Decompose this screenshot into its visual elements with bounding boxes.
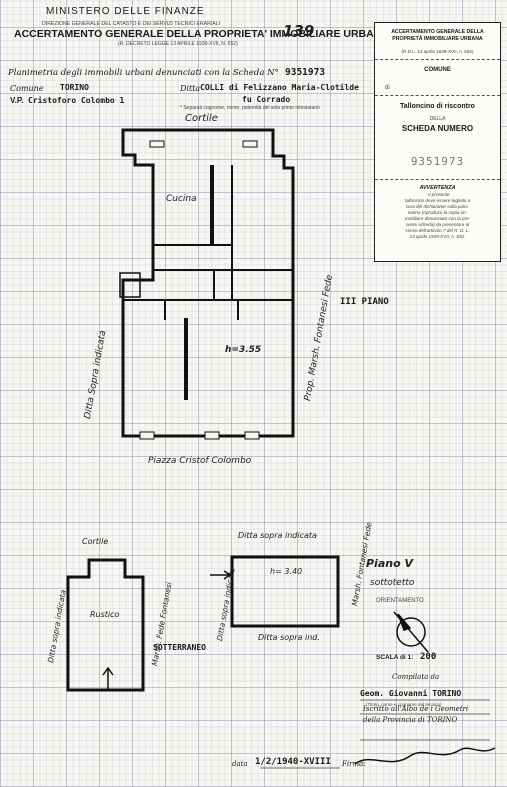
- lower-ditta-top: Ditta sopra indicata: [238, 531, 317, 540]
- ticket-tagliando-label: Talloncino di riscontro: [400, 103, 475, 110]
- handwritten-number: 139: [283, 22, 315, 40]
- ticket-avvertenza-2: talloncino deve essere tagliato a: [404, 198, 471, 203]
- compilata-label: Compilata da: [392, 673, 440, 681]
- ticket-di-label: di: [385, 85, 390, 91]
- firma-label: Firma:: [342, 760, 366, 768]
- scala-value: 200: [420, 652, 437, 662]
- ticket-avvertenza-8: 13 aprile 1939-XVII, n. 652.: [409, 234, 466, 239]
- upper-cucina-label: Cucina: [166, 194, 197, 204]
- ticket-title: ACCERTAMENTO GENERALE DELLA PROPRIETÀ IM…: [391, 29, 484, 42]
- ministry-title: MINISTERO DELLE FINANZE: [46, 6, 205, 17]
- comune-label: Comune: [10, 84, 44, 93]
- lower-sottotetto-label: sottotetto: [370, 578, 415, 588]
- ditta-value: COLLI di Felizzano Maria-Clotilde: [200, 83, 359, 92]
- upper-piano-label: III PIANO: [340, 297, 389, 307]
- geometra-name: Geom. Giovanni TORINO: [360, 689, 462, 698]
- lower-sotterraneo-label: SOTTERRANEO: [153, 643, 206, 652]
- upper-plan-windows: [139, 140, 260, 440]
- ticket-divider-3: [375, 179, 500, 180]
- ticket-avvertenza-title: AVVERTENZA: [419, 185, 456, 191]
- signature-scribble: [354, 747, 496, 765]
- ticket-avvertenza-4: metria (riproduce la copia im-: [407, 210, 468, 215]
- data-label: data: [232, 760, 248, 768]
- document-title: ACCERTAMENTO GENERALE DELLA PROPRIETA' I…: [14, 28, 389, 40]
- ticket-decree: (R.D.L. 13 aprile 1939-XVII, n. 652): [401, 49, 474, 54]
- scheda-number: 9351973: [285, 67, 326, 78]
- upper-piazza-label: Piazza Cristof Colombo: [148, 456, 252, 466]
- footer-lines: [260, 699, 490, 769]
- ticket-scheda-label: SCHEDA NUMERO: [401, 124, 474, 133]
- planimetria-label: Planimetria degli immobili urbani denunc…: [8, 68, 279, 78]
- lower-right-plan-walls: [230, 555, 340, 628]
- scala-label: SCALA di 1:: [376, 654, 414, 661]
- titolo-note: (Titolo, nome e cognome del tecnico): [366, 702, 442, 707]
- ticket-avvertenza-6: sente scheda) da presentare al: [405, 222, 470, 227]
- iscritto-label: Iscritto all'Albo de i Geometri: [363, 705, 469, 713]
- lower-right-plan-inner: [210, 570, 232, 580]
- lower-left-plan-inner: [85, 666, 130, 691]
- cognome-note: * Separati cognome, nome, paternità del …: [180, 105, 320, 111]
- upper-cortile-label: Cortile: [185, 113, 218, 124]
- orientamento-label: ORIENTAMENTO: [376, 598, 424, 604]
- orientation-compass: [393, 611, 429, 653]
- ditta-label: Ditta: [180, 84, 201, 93]
- ticket-divider-1: [375, 59, 500, 60]
- ticket-avvertenza-3: cura del dichiarante sulla piani-: [405, 204, 470, 209]
- ticket-divider-2: [375, 95, 500, 96]
- decree-line: (R. DECRETO LEGGE 13 APRILE 1939-XVII, N…: [118, 41, 238, 47]
- ticket-avvertenza-1: - Il presente: [425, 192, 450, 197]
- ticket-scheda-number: 9351973: [410, 155, 465, 168]
- upper-plan-inner-walls: [119, 165, 293, 400]
- lower-height-label: h= 3.40: [270, 567, 303, 576]
- provincia-label: della Provincia di TORINO: [363, 716, 458, 724]
- upper-plan-walls: [121, 128, 295, 438]
- lower-ditta-bottom: Ditta sopra ind.: [258, 633, 320, 642]
- data-value: 1/2/1940-XVIII: [255, 757, 331, 767]
- ticket-comune-label: COMUNE: [424, 67, 451, 73]
- ticket-della-label: DELLA: [429, 116, 446, 122]
- via-label: V.P.: [10, 96, 24, 105]
- upper-height-label: h=3.55: [225, 345, 262, 355]
- via-value: Cristoforo Colombo 1: [28, 96, 125, 105]
- lower-room-label: Rustico: [90, 610, 120, 619]
- comune-value: TORINO: [60, 83, 89, 92]
- ditta-value-2: fu Corrado: [242, 95, 291, 104]
- lower-cortile-label: Cortile: [82, 537, 109, 546]
- ticket-avvertenza-7: senso dell'articolo 7 del R. D. L.: [405, 228, 470, 233]
- riscontro-ticket: ACCERTAMENTO GENERALE DELLA PROPRIETÀ IM…: [374, 22, 501, 262]
- ticket-avvertenza-5: mobiliare denunciata con la pre-: [404, 216, 471, 221]
- lower-piano-v-label: Piano V: [366, 557, 413, 570]
- direction-line: DIREZIONE GENERALE DEL CATASTO E DEI SER…: [42, 21, 221, 27]
